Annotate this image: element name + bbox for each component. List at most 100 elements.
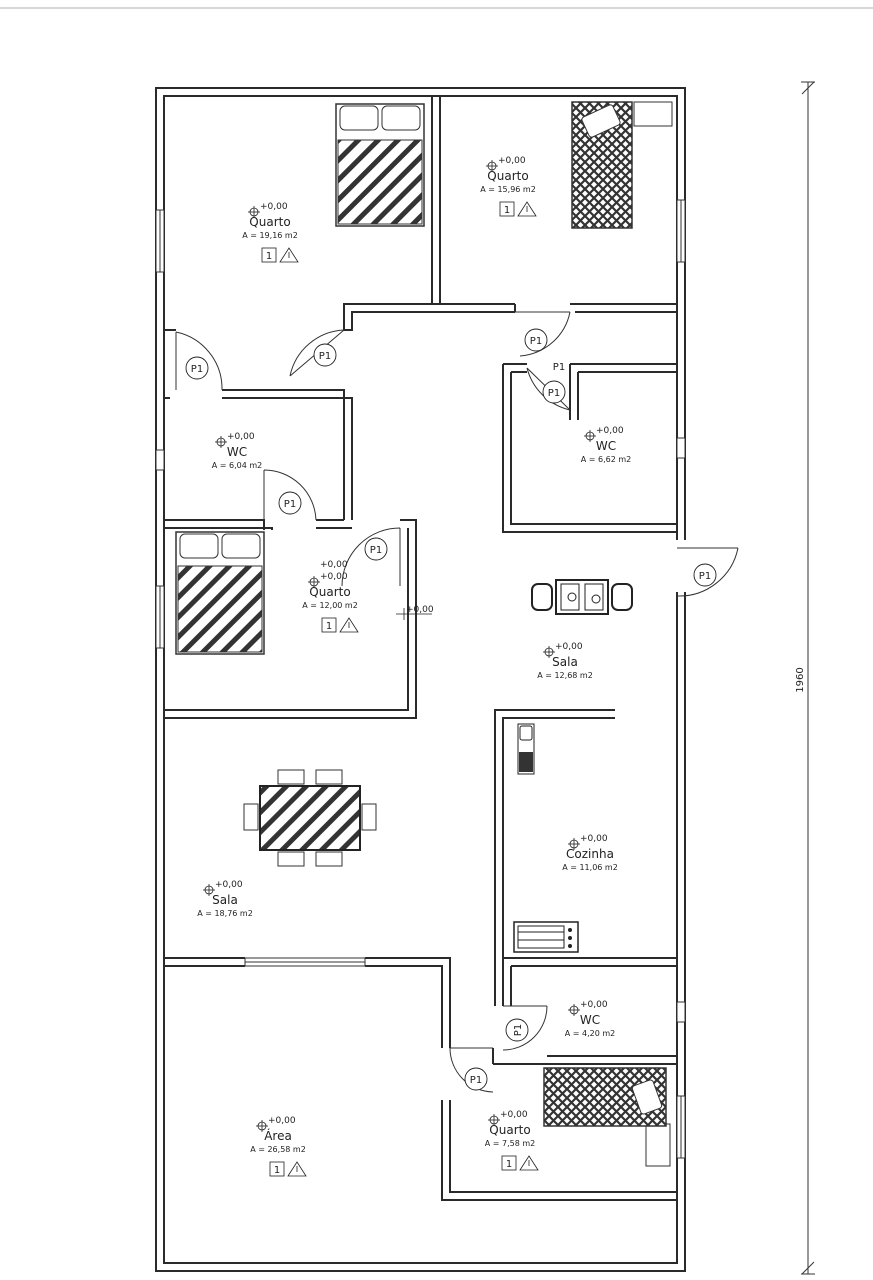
double-bed-top-left [335,103,425,227]
door-tag-p1: P1 [313,343,337,367]
room-name: Quarto [309,585,350,599]
door-tag-p1: P1 [278,491,302,515]
level-symbol-icon [203,884,215,896]
room-area: A = 12,00 m2 [302,601,358,610]
door-label-text: P1 [553,362,565,373]
door-tag-text: P1 [370,545,382,556]
level-symbol-icon [584,430,596,442]
door-tag-p1: P1 [464,1067,488,1091]
stove [513,921,579,953]
level-symbol-icon [488,1114,500,1126]
room-level: +0,00 [260,202,288,212]
dimension-line [801,81,815,1275]
tag-number: 1 [266,251,272,262]
section-tag: 1 [261,247,299,263]
door-tag-text: P1 [284,499,296,510]
room-level: +0,00 [555,642,583,652]
door-tag-text: P1 [470,1075,482,1086]
room-area: A = 11,06 m2 [562,863,618,872]
room-level: +0,00 [580,1000,608,1010]
warning-triangle-icon [517,201,537,217]
room-area: A = 6,04 m2 [212,461,263,470]
level-symbol-icon [248,206,260,218]
level-symbol-icon [256,1120,268,1132]
door-tag-p1: P1 [505,1018,529,1042]
warning-triangle-icon [339,617,359,633]
room-level: +0,00 [268,1116,296,1126]
door-tag-p1: P1 [542,380,566,404]
door-tag-text: P1 [699,571,711,582]
room-level: +0,00 [498,156,526,166]
room-level-extra: +0,00 [320,560,348,570]
room-name: WC [596,439,616,453]
dimension-label: 1960 [795,667,806,692]
level-symbol-icon [486,160,498,172]
section-tag: 1 [501,1155,539,1171]
room-area: A = 12,68 m2 [537,671,593,680]
door-tag-p1: P1 [185,356,209,380]
level-symbol-icon [568,838,580,850]
section-tag: 1 [499,201,537,217]
room-area: A = 6,62 m2 [581,455,632,464]
room-name: Quarto [249,215,290,229]
door-swings [175,311,739,1093]
section-tag: 1 [269,1161,307,1177]
room-level: +0,00 [580,834,608,844]
room-area: A = 19,16 m2 [242,231,298,240]
tag-number: 1 [326,621,332,632]
room-level: +0,00 [320,572,348,582]
room-level: +0,00 [500,1110,528,1120]
room-area: A = 7,58 m2 [485,1139,536,1148]
level-marker-extra: +0,00 [396,605,434,620]
level-symbol-icon [215,436,227,448]
windows [155,199,686,1159]
room-level: +0,00 [227,432,255,442]
interior-walls [164,96,687,1201]
room-name: Quarto [489,1123,530,1137]
double-bed-middle [175,531,265,655]
warning-triangle-icon [519,1155,539,1171]
dining-table [243,769,377,867]
door-tag-text: P1 [530,336,542,347]
level-extra-text: +0,00 [406,605,434,615]
single-bed-top-right [571,101,673,229]
level-symbol-icon [308,576,320,588]
water-cooler [517,723,535,775]
door-tag-text: P1 [191,364,203,375]
warning-triangle-icon [279,247,299,263]
door-tag-text: P1 [319,351,331,362]
tag-number: 1 [274,1165,280,1176]
door-tag-p1: P1 [693,563,717,587]
section-tag: 1 [321,617,359,633]
room-area: A = 26,58 m2 [250,1145,306,1154]
door-tag-text: P1 [513,1024,524,1036]
room-area: A = 15,96 m2 [480,185,536,194]
door-tag-p1: P1 [364,537,388,561]
room-name: Cozinha [566,847,614,861]
door-tag-text: P1 [548,388,560,399]
warning-triangle-icon [287,1161,307,1177]
room-name: Quarto [487,169,528,183]
room-area: A = 18,76 m2 [197,909,253,918]
outer-walls [155,87,686,1272]
room-name: WC [227,445,247,459]
room-name: Área [264,1128,292,1143]
level-symbol-icon [543,646,555,658]
door-tag-p1: P1 [524,328,548,352]
tag-number: 1 [506,1159,512,1170]
level-symbol-icon [568,1004,580,1016]
room-name: Sala [552,655,578,669]
single-bed-bottom-right [543,1067,671,1167]
